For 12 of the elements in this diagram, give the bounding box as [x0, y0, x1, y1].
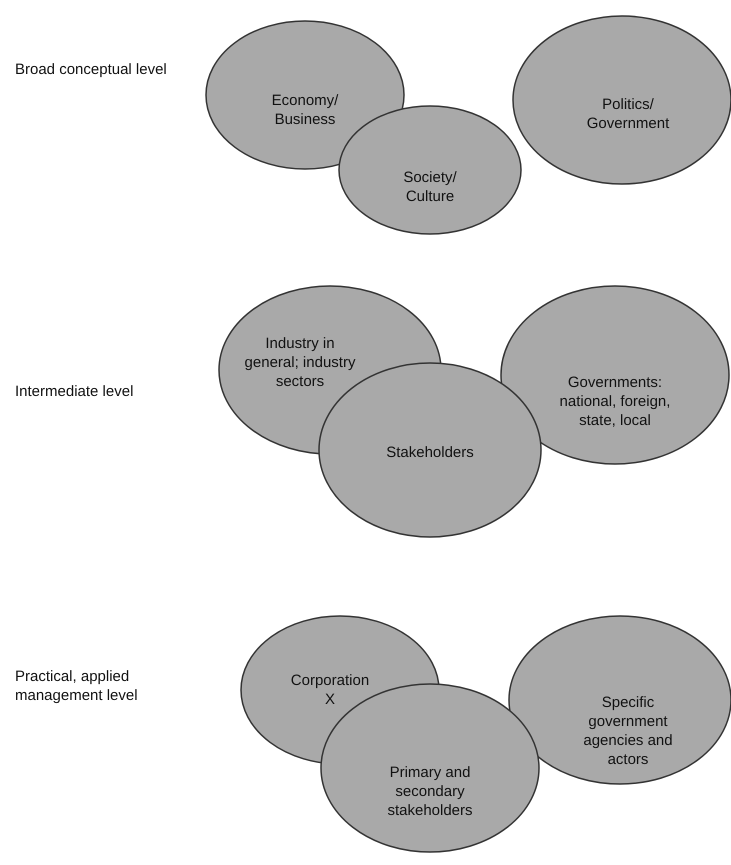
- node-label: Stakeholders: [385, 442, 475, 462]
- level-label: Practical, applied management level: [15, 667, 139, 705]
- node-label: Industry in general; industry sectors: [244, 334, 356, 390]
- node-label: Primary and secondary stakeholders: [386, 762, 474, 820]
- level-label: Broad conceptual level: [15, 60, 168, 79]
- level-label: Intermediate level: [15, 382, 134, 401]
- node-label: Corporation X: [290, 670, 370, 708]
- node-label: Economy/ Business: [270, 90, 340, 128]
- node-label: Specific government agencies and actors: [582, 692, 674, 768]
- node-label: Politics/ Government: [586, 94, 670, 132]
- node-label: Governments: national, foreign, state, local: [558, 372, 672, 430]
- node-label: Society/ Culture: [402, 168, 458, 206]
